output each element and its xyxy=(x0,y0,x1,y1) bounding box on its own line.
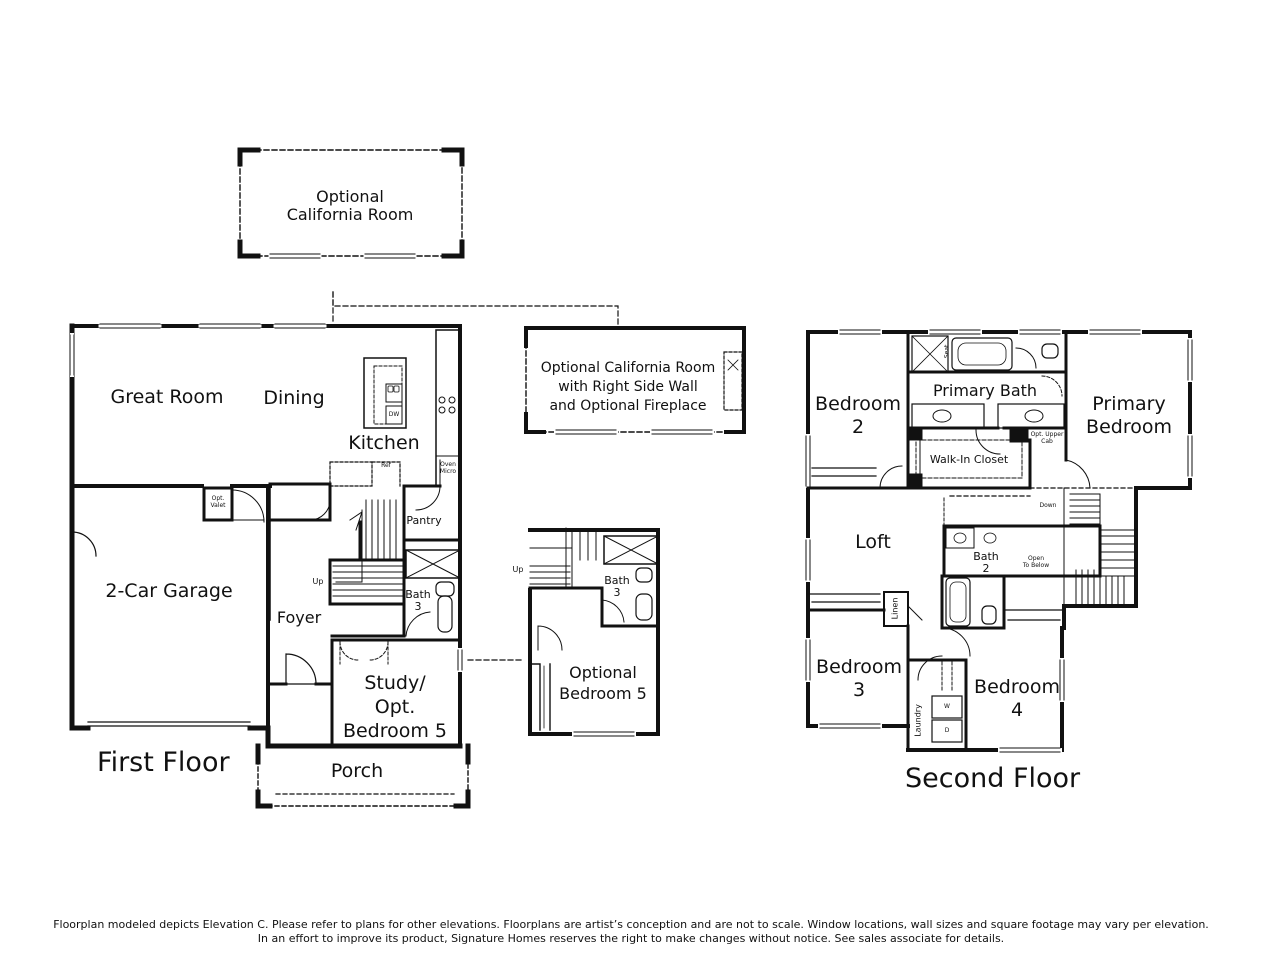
bath3-line2: 3 xyxy=(414,600,422,613)
bedroom3-line2: 3 xyxy=(852,679,866,701)
optional-california-room-fireplace-label: Optional California Room with Right Side… xyxy=(530,359,726,416)
opt-upper-cab-label: Opt. Upper Cab xyxy=(1028,431,1066,445)
great-room-label: Great Room xyxy=(110,386,224,408)
linen-label: Linen xyxy=(890,597,900,620)
bedroom4-line1: Bedroom xyxy=(974,676,1060,698)
to-below-line: To Below xyxy=(1022,561,1050,569)
opt-valet-line1: Opt. xyxy=(211,495,225,502)
oven-label: Oven xyxy=(440,461,456,468)
optional-california-room-line2: California Room xyxy=(286,204,414,224)
laundry-label: Laundry xyxy=(913,704,923,737)
alt-bath3-line2: 3 xyxy=(613,586,621,599)
opt-valet-label: Opt. Valet xyxy=(206,495,230,509)
alt-bath3-line1: Bath xyxy=(604,574,630,587)
open-line: Open xyxy=(1027,555,1045,562)
dw-label: DW xyxy=(388,411,400,418)
bedroom3-label: Bedroom 3 xyxy=(812,656,906,702)
down-label: Down xyxy=(1039,502,1057,509)
optional-california-room-outline xyxy=(237,147,465,259)
seat-label: Seat xyxy=(943,344,951,359)
dryer-label: D xyxy=(944,727,950,734)
second-floor-walls xyxy=(805,329,1193,753)
bedroom4-line2: 4 xyxy=(1010,699,1024,721)
walk-in-closet-label: Walk-In Closet xyxy=(929,453,1009,466)
pantry-label: Pantry xyxy=(406,514,442,527)
second-floor-title: Second Floor xyxy=(905,763,1081,794)
alt-bedroom-line2: Bedroom 5 xyxy=(559,684,647,703)
bedroom4-label: Bedroom 4 xyxy=(970,676,1064,722)
ref-label: Ref xyxy=(381,462,391,469)
bath2-label: Bath 2 xyxy=(970,551,1002,575)
foyer-label: Foyer xyxy=(276,608,322,627)
opt-valet-line2: Valet xyxy=(210,501,226,509)
alt-bedroom-outline xyxy=(528,527,660,737)
bedroom2-label: Bedroom 2 xyxy=(812,393,904,439)
oven-micro-label: Oven Micro xyxy=(436,461,460,475)
bedroom2-line1: Bedroom xyxy=(815,393,901,415)
disclaimer-line1: Floorplan modeled depicts Elevation C. P… xyxy=(53,918,1209,931)
primary-bath-label: Primary Bath xyxy=(932,381,1038,400)
alt-bedroom-label: Optional Bedroom 5 xyxy=(550,662,656,704)
loft-label: Loft xyxy=(855,531,891,553)
study-line3: Bedroom 5 xyxy=(342,720,448,742)
washer-label: W xyxy=(944,703,950,710)
open-to-below-label: Open To Below xyxy=(1012,555,1060,569)
bath2-line1: Bath xyxy=(973,550,999,563)
ca-room-fireplace-line2: with Right Side Wall xyxy=(558,379,698,395)
bath3-label: Bath 3 xyxy=(402,589,434,613)
optional-california-room-label: Optional California Room xyxy=(270,188,430,224)
alt-bath3-label: Bath 3 xyxy=(600,575,634,599)
ca-room-fireplace-line1: Optional California Room xyxy=(540,360,716,376)
up-label: Up xyxy=(312,577,324,586)
primary-bedroom-line2: Bedroom xyxy=(1086,416,1172,438)
disclaimer: Floorplan modeled depicts Elevation C. P… xyxy=(0,918,1262,946)
dining-label: Dining xyxy=(263,387,325,409)
bath2-line2: 2 xyxy=(982,562,990,575)
optional-california-room-line1: Optional xyxy=(316,187,384,206)
porch-label: Porch xyxy=(330,760,384,782)
opt-upper-line: Opt. Upper xyxy=(1030,431,1064,438)
first-floor-title: First Floor xyxy=(97,747,230,778)
alt-up-label: Up xyxy=(512,565,524,574)
primary-bedroom-label: Primary Bedroom xyxy=(1074,393,1184,439)
study-line2: Opt. xyxy=(374,696,416,718)
option-connectors xyxy=(332,291,619,661)
study-label: Study/ Opt. Bedroom 5 xyxy=(336,671,454,743)
alt-bedroom-line1: Optional xyxy=(569,663,637,682)
micro-label: Micro xyxy=(439,467,457,475)
ca-room-fireplace-line3: and Optional Fireplace xyxy=(549,398,707,414)
primary-bedroom-line1: Primary xyxy=(1092,393,1166,415)
study-line1: Study/ xyxy=(364,672,426,694)
bath3-line1: Bath xyxy=(405,588,431,601)
first-floor-walls xyxy=(69,323,471,809)
bedroom2-line2: 2 xyxy=(851,416,865,438)
bedroom3-line1: Bedroom xyxy=(816,656,902,678)
disclaimer-line2: In an effort to improve its product, Sig… xyxy=(257,932,1005,945)
garage-label: 2-Car Garage xyxy=(105,580,233,602)
cab-line: Cab xyxy=(1041,437,1053,445)
optional-california-room-fireplace-outline xyxy=(524,326,746,435)
kitchen-label: Kitchen xyxy=(348,432,420,454)
